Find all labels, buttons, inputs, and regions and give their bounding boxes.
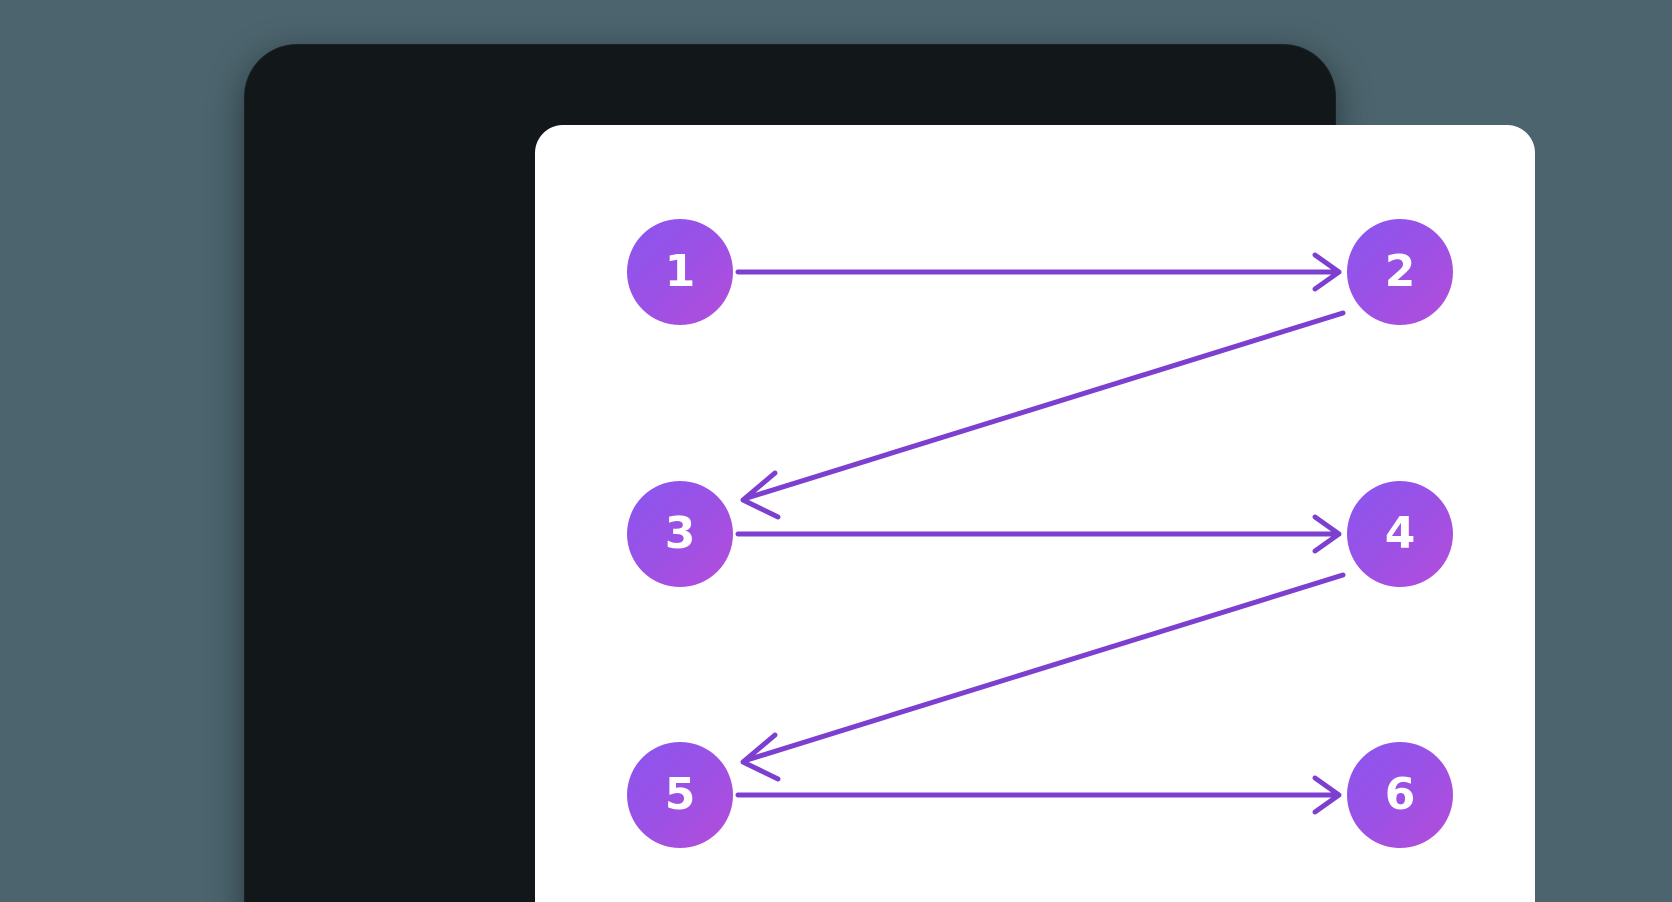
graph-node-label: 6 bbox=[1384, 769, 1416, 820]
edge-3-to-4 bbox=[735, 514, 1342, 554]
device-frame: 1 2 3 4 5 6 bbox=[245, 45, 1535, 902]
edge-4-to-5 bbox=[740, 572, 1346, 782]
graph-node-label: 1 bbox=[664, 246, 696, 297]
edge-5-to-6 bbox=[735, 775, 1342, 815]
node-graph-diagram: 1 2 3 4 5 6 bbox=[535, 125, 1535, 902]
edge-line bbox=[744, 572, 1346, 763]
graph-node-5[interactable]: 5 bbox=[627, 742, 733, 848]
edge-2-to-3 bbox=[740, 310, 1346, 520]
arrowhead-left-icon bbox=[740, 470, 781, 520]
graph-node-3[interactable]: 3 bbox=[627, 481, 733, 587]
graph-node-1[interactable]: 1 bbox=[627, 219, 733, 325]
graph-node-label: 3 bbox=[664, 508, 696, 559]
graph-node-4[interactable]: 4 bbox=[1347, 481, 1453, 587]
graph-node-6[interactable]: 6 bbox=[1347, 742, 1453, 848]
arrowhead-right-icon bbox=[1312, 252, 1342, 292]
graph-node-2[interactable]: 2 bbox=[1347, 219, 1453, 325]
edge-layer bbox=[735, 252, 1346, 815]
arrowhead-right-icon bbox=[1312, 775, 1342, 815]
graph-node-label: 2 bbox=[1384, 246, 1416, 297]
edge-line bbox=[744, 310, 1346, 501]
device-screen: 1 2 3 4 5 6 bbox=[535, 125, 1535, 902]
arrowhead-right-icon bbox=[1312, 514, 1342, 554]
edge-1-to-2 bbox=[735, 252, 1342, 292]
graph-node-label: 5 bbox=[664, 769, 696, 820]
arrowhead-left-icon bbox=[740, 732, 781, 782]
graph-node-label: 4 bbox=[1384, 508, 1416, 559]
